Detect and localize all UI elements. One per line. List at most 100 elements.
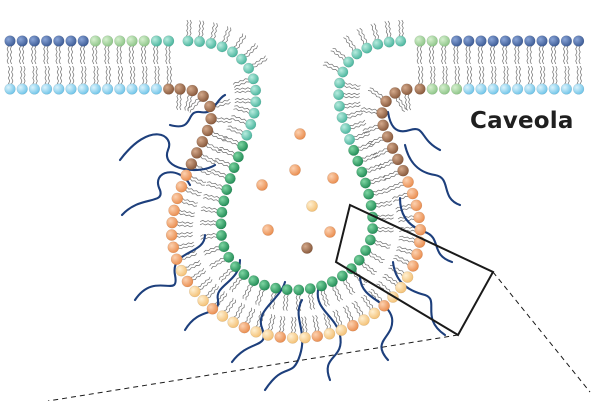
lipid-tail bbox=[503, 65, 506, 85]
lipid-tail bbox=[157, 65, 160, 85]
lipid-tail bbox=[398, 96, 408, 111]
lipid-tail bbox=[477, 45, 480, 65]
lipid-tail bbox=[430, 65, 433, 85]
caveola-label: Caveola bbox=[470, 108, 574, 134]
lipid-head bbox=[395, 35, 407, 47]
lipid-tail bbox=[376, 203, 393, 208]
lipid-tail bbox=[142, 65, 145, 85]
lipid-tail bbox=[247, 308, 255, 324]
lipid-tail bbox=[457, 65, 460, 85]
lipid-head bbox=[363, 188, 375, 200]
lipid-tail bbox=[18, 45, 21, 65]
lipid-tail bbox=[205, 283, 217, 297]
lipid-tail bbox=[332, 310, 339, 327]
lipid-tail bbox=[367, 90, 382, 100]
lipid-head bbox=[218, 195, 230, 207]
lipid-tail bbox=[398, 238, 415, 244]
lipid-tail bbox=[432, 45, 435, 65]
lipid-tail bbox=[362, 124, 378, 132]
lipid-head bbox=[383, 36, 395, 48]
lipid-tail bbox=[491, 65, 494, 85]
caveolin-protein bbox=[358, 276, 394, 362]
lipid-tail bbox=[11, 65, 14, 85]
lipid-tail bbox=[233, 302, 242, 318]
lipid-head bbox=[378, 299, 390, 312]
lipid-tail bbox=[332, 47, 346, 58]
lipid-tail bbox=[72, 65, 75, 85]
lipid-tail bbox=[165, 45, 168, 65]
lipid-tail bbox=[176, 234, 193, 238]
lipid-head bbox=[511, 83, 524, 95]
lipid-tail bbox=[210, 169, 227, 176]
lipid-tail bbox=[382, 276, 397, 287]
lipid-head bbox=[286, 332, 299, 344]
lipid-tail bbox=[295, 294, 299, 312]
lipid-tail bbox=[367, 136, 383, 144]
lipid-head bbox=[395, 281, 407, 294]
lipid-tail bbox=[575, 45, 578, 65]
lipid-tail bbox=[354, 300, 364, 315]
lipid-tail bbox=[205, 145, 221, 153]
lipid-head bbox=[304, 283, 316, 295]
lipid-tail bbox=[363, 155, 379, 162]
lipid-tail bbox=[209, 257, 224, 267]
lipid-tail bbox=[282, 294, 286, 311]
lipid-tail bbox=[133, 65, 136, 85]
lipid-tail bbox=[44, 65, 47, 85]
lipid-tail bbox=[270, 314, 276, 331]
lipid-head bbox=[475, 35, 487, 47]
lipid-tail bbox=[359, 27, 367, 43]
lipid-tail bbox=[236, 304, 245, 319]
lipid-tail bbox=[369, 87, 384, 98]
lipid-tail bbox=[234, 105, 250, 111]
lipid-head bbox=[186, 84, 199, 97]
lipid-head bbox=[316, 280, 328, 292]
lipid-tail bbox=[384, 21, 389, 38]
lipid-tail bbox=[246, 45, 258, 58]
lipid-head bbox=[410, 199, 423, 212]
lipid-tail bbox=[324, 61, 340, 69]
lipid-head bbox=[407, 260, 419, 272]
lipid-head bbox=[361, 42, 373, 54]
lipid-head bbox=[250, 84, 262, 96]
lipid-tail bbox=[190, 268, 205, 278]
lipid-tail bbox=[555, 65, 558, 85]
lipid-tail bbox=[470, 65, 473, 85]
lipid-head bbox=[367, 223, 379, 235]
lipid-tail bbox=[343, 280, 353, 295]
lipid-tail bbox=[207, 286, 219, 299]
lipid-tail bbox=[387, 181, 403, 189]
lipid-tail bbox=[199, 223, 217, 226]
lipid-head bbox=[250, 326, 262, 338]
lipid-head bbox=[197, 90, 209, 103]
lipid-tail bbox=[505, 45, 508, 65]
lipid-head bbox=[216, 310, 229, 322]
lipid-tail bbox=[210, 22, 215, 39]
lipid-head bbox=[4, 83, 16, 95]
lipid-tail bbox=[344, 104, 361, 109]
lipid-tail bbox=[219, 147, 235, 154]
lipid-tail bbox=[543, 65, 546, 85]
lipid-tail bbox=[35, 65, 38, 85]
caveolin-protein bbox=[120, 171, 192, 217]
lipid-tail bbox=[315, 314, 320, 332]
lipid-tail bbox=[67, 45, 70, 65]
lipid-tail bbox=[84, 65, 87, 85]
lipid-tail bbox=[482, 65, 485, 85]
lipid-head bbox=[451, 83, 463, 95]
lipid-tails bbox=[6, 19, 582, 334]
lipid-head bbox=[206, 302, 219, 315]
lipid-tail bbox=[518, 65, 521, 85]
lipid-tail bbox=[47, 65, 50, 85]
lipid-tail bbox=[168, 45, 171, 65]
lipid-head bbox=[228, 162, 240, 174]
lipid-tail bbox=[145, 65, 148, 85]
caveolin-protein bbox=[386, 110, 442, 152]
lipid-tail bbox=[454, 65, 457, 85]
lipid-head bbox=[365, 200, 377, 212]
lipid-tail bbox=[343, 96, 360, 99]
lipid-head bbox=[53, 35, 65, 47]
lipid-tail bbox=[445, 65, 448, 85]
lipid-tail bbox=[213, 23, 218, 40]
